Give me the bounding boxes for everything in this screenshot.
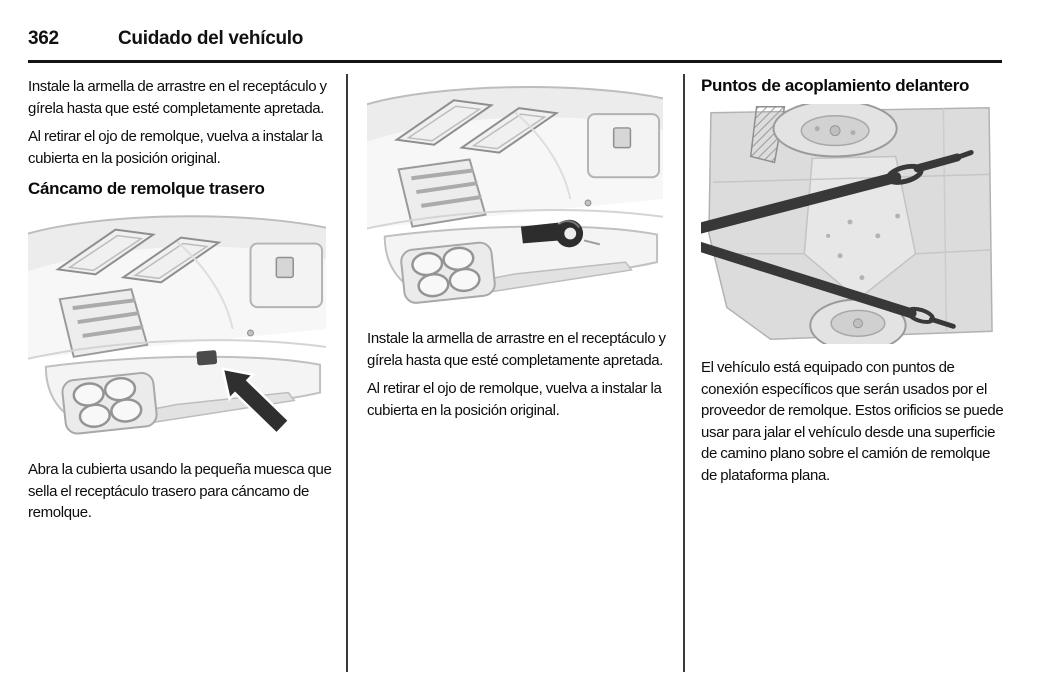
rear-bumper-tow-eye-graphic xyxy=(367,78,663,316)
column-left: Instale la armella de arrastre en el rec… xyxy=(28,76,332,531)
header-rule xyxy=(28,60,1002,63)
vent-graphic xyxy=(58,288,149,358)
rear-bumper-cover-notch-illustration xyxy=(28,207,326,447)
underbody-attachment-points-illustration xyxy=(701,104,999,344)
install-tow-eye-paragraph: Instale la armella de arrastre en el rec… xyxy=(367,330,666,369)
reinstall-cover-paragraph: Al retirar el ojo de remolque, vuelva a … xyxy=(367,380,662,419)
column-middle: Instale la armella de arrastre en el rec… xyxy=(367,78,667,428)
tow-eye-graphic xyxy=(520,219,601,248)
exhaust-tips-graphic xyxy=(61,372,158,435)
callout-arrow-graphic xyxy=(221,367,291,436)
cover-notch-graphic xyxy=(196,350,218,366)
taillight-graphic xyxy=(393,99,560,154)
exhaust-tips-graphic xyxy=(400,241,496,304)
chapter-title: Cuidado del vehículo xyxy=(118,28,304,49)
page-number: 362 xyxy=(28,28,59,49)
license-recess-graphic xyxy=(587,113,661,179)
front-attachment-paragraph: El vehículo está equipado con puntos de … xyxy=(701,359,1004,484)
front-wheel-graphic xyxy=(772,104,898,158)
reinstall-cover-paragraph: Al retirar el ojo de remolque, vuelva a … xyxy=(28,128,323,167)
rear-wheel-graphic xyxy=(809,298,907,344)
column-right: Puntos de acoplamiento delantero xyxy=(701,76,1004,493)
taillight-graphic xyxy=(55,228,222,284)
underbody-graphic xyxy=(701,104,999,344)
tow-straps-graphic xyxy=(701,149,974,329)
column-divider-right xyxy=(683,74,685,672)
column-divider-left xyxy=(346,74,348,672)
rear-bumper-graphic xyxy=(28,207,326,447)
vent-graphic xyxy=(397,158,487,228)
front-attachment-heading: Puntos de acoplamiento delantero xyxy=(701,76,970,95)
open-cover-paragraph: Abra la cubierta usando la pequeña muesc… xyxy=(28,461,332,521)
rear-bumper-tow-eye-illustration xyxy=(367,78,663,316)
install-tow-eye-paragraph: Instale la armella de arrastre en el rec… xyxy=(28,78,327,117)
license-recess-graphic xyxy=(249,242,324,309)
rear-tow-eye-heading: Cáncamo de remolque trasero xyxy=(28,179,265,198)
